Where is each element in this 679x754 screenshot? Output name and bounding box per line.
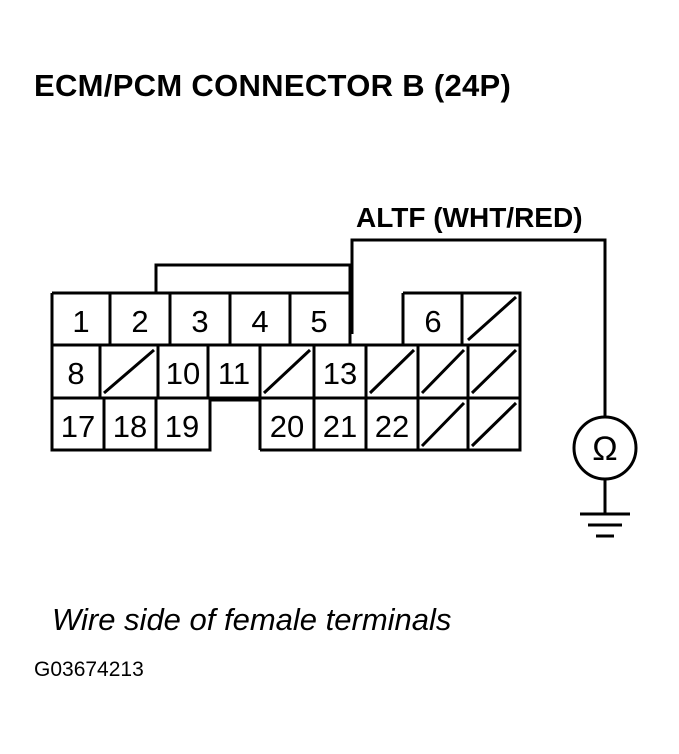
blank-cavity-slash xyxy=(420,348,466,395)
pin-19: 19 xyxy=(165,409,199,444)
blank-cavity-slash xyxy=(262,348,312,395)
ohm-icon: Ω xyxy=(592,430,617,468)
blank-cavity-slash xyxy=(420,401,466,448)
pin-3: 3 xyxy=(191,304,208,339)
blank-cavity-slash xyxy=(470,401,518,448)
wire-label-altf: ALTF (WHT/RED) xyxy=(356,202,583,233)
pin-6: 6 xyxy=(424,304,441,339)
caption: Wire side of female terminals xyxy=(52,602,452,637)
pin-13: 13 xyxy=(323,356,357,391)
pin-22: 22 xyxy=(375,409,409,444)
pin-20: 20 xyxy=(270,409,304,444)
connector-title: ECM/PCM CONNECTOR B (24P) xyxy=(34,68,512,103)
blank-cavity-slash xyxy=(103,348,155,395)
pin-1: 1 xyxy=(72,304,89,339)
figure-id: G03674213 xyxy=(34,658,144,681)
pin-18: 18 xyxy=(113,409,147,444)
pin-10: 10 xyxy=(166,356,200,391)
blank-cavity-slash xyxy=(368,348,416,395)
pin-4: 4 xyxy=(251,304,268,339)
pin-2: 2 xyxy=(131,304,148,339)
ground-symbol xyxy=(580,512,630,538)
pin-5: 5 xyxy=(310,304,327,339)
blank-cavity-slash xyxy=(470,348,518,395)
pin-21: 21 xyxy=(323,409,357,444)
connector-outline xyxy=(50,291,522,452)
pin-11: 11 xyxy=(218,356,250,391)
altf-wire xyxy=(350,238,607,417)
pin-8: 8 xyxy=(67,356,84,391)
connector-lock-tab xyxy=(154,263,352,293)
pin-17: 17 xyxy=(61,409,95,444)
blank-cavity-slash xyxy=(466,295,518,342)
